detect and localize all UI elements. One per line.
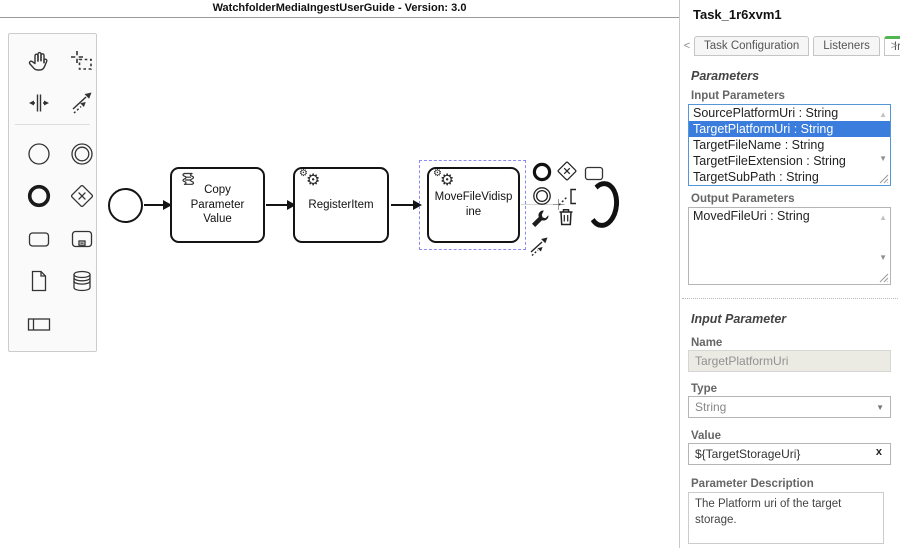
append-end-event-icon[interactable] — [531, 161, 553, 183]
delete-trash-icon[interactable] — [555, 206, 577, 228]
input-parameter-heading: Input Parameter — [691, 312, 787, 326]
list-item[interactable]: TargetFileExtension : String — [693, 154, 846, 168]
scroll-up-icon[interactable]: ▲ — [879, 110, 887, 119]
task-label: Copy Parameter Value — [190, 183, 245, 226]
task-registeritem[interactable]: ⚙ ⚙ RegisterItem — [293, 167, 389, 243]
name-field[interactable] — [688, 350, 891, 372]
palette-separator — [15, 124, 90, 125]
boundary-arc-icon[interactable] — [584, 179, 622, 230]
sequence-flow[interactable] — [266, 200, 296, 210]
scroll-down-icon[interactable]: ▼ — [879, 253, 887, 262]
space-tool-icon[interactable] — [26, 90, 52, 116]
crosshair-icon — [553, 204, 564, 205]
tab-task-configuration[interactable]: Task Configuration — [694, 36, 810, 56]
sequence-flow[interactable] — [391, 200, 422, 210]
append-gateway-icon[interactable] — [556, 160, 578, 182]
task-label: MoveFileVidispine — [434, 191, 513, 218]
create-intermediate-event-icon[interactable] — [69, 141, 95, 167]
output-parameters-listbox[interactable]: MovedFileUri : String ▲ ▼ — [688, 207, 891, 285]
script-task-icon — [176, 171, 198, 191]
type-select-value: String — [695, 400, 727, 414]
element-id-title: Task_1r6xvm1 — [693, 7, 782, 22]
process-title: WatchfolderMediaIngestUserGuide - Versio… — [0, 0, 679, 18]
create-data-object-icon[interactable] — [26, 268, 52, 294]
create-data-store-icon[interactable] — [69, 268, 95, 294]
create-gateway-icon[interactable] — [69, 183, 95, 209]
create-start-event-icon[interactable] — [26, 141, 52, 167]
tab-strip: < Task ConfigurationListenersIr > — [680, 33, 900, 57]
task-copy-parameter-value[interactable]: Copy Parameter Value — [170, 167, 265, 243]
connect-arrow-icon[interactable] — [528, 233, 550, 257]
list-item[interactable]: SourcePlatformUri : String — [693, 106, 839, 120]
list-item[interactable]: MovedFileUri : String — [693, 209, 810, 223]
tab-strip-tabs: Task ConfigurationListenersIr — [694, 36, 900, 56]
parameter-description-label: Parameter Description — [691, 478, 814, 490]
selection-outline — [419, 160, 526, 250]
type-select[interactable]: String ▼ — [688, 396, 891, 418]
global-connect-tool-icon[interactable] — [69, 90, 95, 116]
create-end-event-icon[interactable] — [26, 183, 52, 209]
add-text-annotation-icon[interactable] — [557, 185, 579, 207]
value-label: Value — [691, 430, 722, 442]
start-event[interactable] — [108, 188, 143, 223]
list-item[interactable]: TargetSubPath : String — [693, 170, 819, 184]
tab-ir[interactable]: Ir — [883, 36, 900, 56]
value-field[interactable] — [688, 443, 891, 465]
scroll-down-icon[interactable]: ▼ — [879, 154, 887, 163]
scroll-up-icon[interactable]: ▲ — [879, 213, 887, 222]
service-task-icon: ⚙ ⚙ — [433, 168, 455, 189]
parameter-description-field[interactable]: The Platform uri of the target storage. — [688, 492, 884, 544]
list-item[interactable]: TargetPlatformUri : String — [689, 121, 890, 137]
hand-tool-icon[interactable] — [26, 49, 52, 75]
resize-grip-icon[interactable] — [878, 272, 889, 283]
resize-grip-icon[interactable] — [878, 173, 889, 184]
create-subprocess-icon[interactable] — [69, 226, 95, 252]
output-parameters-items: MovedFileUri : String — [689, 208, 890, 224]
task-label: RegisterItem — [308, 198, 374, 211]
create-participant-icon[interactable] — [26, 311, 52, 337]
type-label: Type — [691, 383, 717, 395]
palette — [8, 33, 97, 352]
tab-listeners[interactable]: Listeners — [813, 36, 880, 56]
name-label: Name — [691, 337, 723, 349]
service-task-icon: ⚙ ⚙ — [299, 168, 321, 189]
output-parameters-label: Output Parameters — [691, 193, 795, 205]
parameters-heading: Parameters — [691, 69, 760, 83]
list-item[interactable]: TargetFileName : String — [693, 138, 825, 152]
tab-scroll-right-icon[interactable]: > — [890, 40, 898, 52]
change-type-wrench-icon[interactable] — [529, 208, 551, 230]
input-parameters-label: Input Parameters — [691, 90, 785, 102]
task-movefilevidispine[interactable]: ⚙ ⚙ MoveFileVidispine — [427, 167, 520, 243]
append-intermediate-event-icon[interactable] — [531, 185, 553, 207]
append-task-icon[interactable] — [583, 162, 605, 184]
tab-scroll-left-icon[interactable]: < — [683, 40, 691, 52]
sequence-flow[interactable] — [144, 200, 172, 210]
chevron-down-icon: ▼ — [876, 403, 884, 412]
diagram-canvas[interactable]: WatchfolderMediaIngestUserGuide - Versio… — [0, 0, 679, 548]
section-separator — [682, 298, 898, 299]
lasso-tool-icon[interactable] — [69, 49, 95, 75]
create-task-icon[interactable] — [26, 226, 52, 252]
clear-value-icon[interactable]: x — [875, 446, 882, 458]
